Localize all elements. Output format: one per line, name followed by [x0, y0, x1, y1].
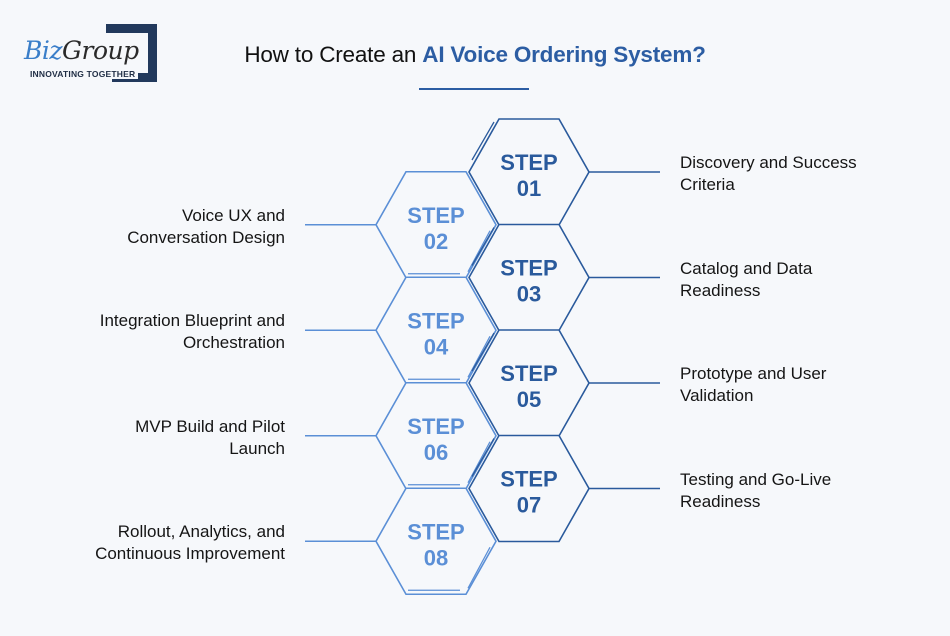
step-number-03: 03	[517, 282, 541, 307]
hexagon-outline	[468, 434, 590, 543]
step-label-line2: Readiness	[680, 491, 761, 511]
step-number-07: 07	[517, 493, 541, 518]
step-word-02: STEP	[407, 203, 464, 228]
step-word-03: STEP	[500, 256, 557, 281]
step-word-05: STEP	[500, 361, 557, 386]
step-label-line1: Rollout, Analytics, and	[117, 522, 285, 542]
step-label-line2: Criteria	[680, 175, 735, 194]
title-prefix: How to Create an	[244, 42, 423, 67]
step-word-01: STEP	[500, 150, 557, 175]
step-hexagon-04	[305, 276, 497, 385]
step-label-line2: Conversation Design	[127, 227, 285, 247]
page-title: How to Create an AI Voice Ordering Syste…	[0, 42, 950, 68]
step-hexagon-06	[305, 381, 497, 490]
step-word-04: STEP	[407, 308, 464, 333]
step-label-line1: Integration Blueprint and	[99, 311, 285, 331]
step-label-line1: Testing and Go-Live	[680, 469, 832, 489]
step-label-line2: Launch	[229, 438, 285, 458]
step-label-line2: Readiness	[680, 280, 761, 300]
step-label-line2: Validation	[680, 386, 754, 405]
title-underline	[419, 88, 529, 90]
logo-tagline: INNOVATING TOGETHER	[30, 69, 139, 79]
step-number-08: 08	[424, 545, 448, 570]
step-label-line2: Orchestration	[182, 333, 285, 353]
logo-wordmark: BizGroup	[24, 36, 141, 65]
title-highlight: AI Voice Ordering System?	[422, 42, 706, 67]
step-label-line1: Catalog and Data	[680, 258, 813, 278]
step-hexagon-08	[305, 487, 497, 596]
step-hexagon-02	[305, 170, 497, 279]
step-label-line2: Continuous Improvement	[95, 544, 285, 564]
step-label-line1: Prototype and User	[680, 364, 827, 383]
logo-brand-part1: Biz	[24, 36, 63, 65]
step-hexagon-07	[468, 434, 660, 543]
step-label-line1: MVP Build and Pilot	[135, 416, 285, 436]
step-word-07: STEP	[500, 467, 557, 492]
hexagon-accent-line	[471, 438, 495, 477]
hexagon-layer	[305, 118, 660, 596]
step-number-05: 05	[517, 387, 541, 412]
hexagon-accent-line	[471, 332, 495, 372]
step-word-08: STEP	[407, 519, 464, 544]
hexagon-accent-line	[467, 546, 491, 589]
step-number-04: 04	[424, 334, 449, 359]
step-label-line1: Discovery and Success	[680, 153, 857, 172]
step-hexagon-03	[468, 223, 660, 332]
hexagon-accent-line	[471, 227, 495, 266]
hexagon-accent-line	[471, 121, 495, 161]
step-number-02: 02	[424, 229, 448, 254]
step-text-layer: STEP01STEP02STEP03STEP04STEP05STEP06STEP…	[407, 150, 557, 570]
step-number-06: 06	[424, 440, 448, 465]
logo-brand-part2: Group	[62, 36, 139, 65]
bizgroup-logo: BizGroup INNOVATING TOGETHER	[22, 24, 157, 84]
step-number-01: 01	[517, 176, 541, 201]
step-hexagon-01	[468, 118, 660, 226]
step-hexagon-05	[468, 329, 660, 437]
step-label-line1: Voice UX and	[181, 205, 285, 225]
step-word-06: STEP	[407, 414, 464, 439]
